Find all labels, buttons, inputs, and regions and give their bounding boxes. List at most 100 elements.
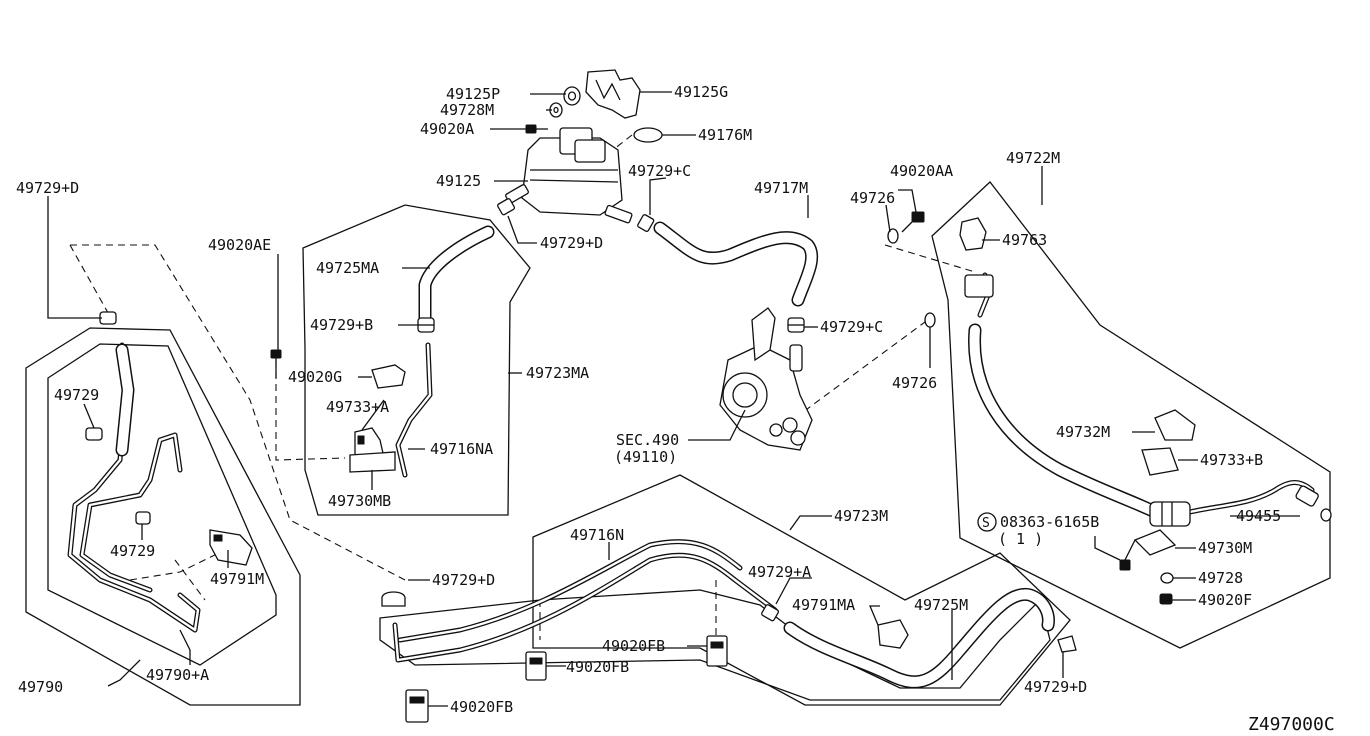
dashed-line-left-down (69, 244, 113, 321)
hose-49717M (655, 223, 817, 305)
label-49020F: 49020F (1198, 591, 1252, 609)
label-49728: 49728 (1198, 569, 1243, 587)
clamp-49791MA (877, 619, 909, 649)
label-49726-top: 49726 (850, 189, 895, 207)
dashed-line-49020AE (275, 360, 346, 461)
outline-49790 (25, 327, 301, 706)
clamp-49729A (761, 604, 780, 622)
leader-lines (47, 91, 1300, 707)
label-49020AE: 49020AE (208, 236, 271, 254)
label-49726-mid: 49726 (892, 374, 937, 392)
label-08363-6165B-qty: ( 1 ) (998, 530, 1043, 548)
dashed-line-pump-to-49726 (794, 321, 926, 419)
label-49790A: 49790+A (146, 666, 209, 684)
clamp-49729C-top (637, 214, 655, 233)
dashed-line-49791M (129, 549, 226, 581)
clamp-49729C-pump (787, 317, 805, 333)
label-49728M: 49728M (440, 101, 494, 119)
fitting-49455 (1295, 485, 1332, 522)
washer-49728M (549, 102, 563, 118)
pipe-49716N (393, 554, 777, 662)
label-49729B: 49729+B (310, 316, 373, 334)
label-49729C-top: 49729+C (628, 162, 691, 180)
label-49020G: 49020G (288, 368, 342, 386)
hose-49725M (785, 589, 1054, 687)
clamp-49729D-low (381, 591, 406, 607)
bracket-49730M (1133, 529, 1177, 556)
label-49730M: 49730M (1198, 539, 1252, 557)
hose-49722M (969, 325, 1160, 517)
clip-49733B (1141, 447, 1179, 476)
label-49020FB-right: 49020FB (602, 637, 665, 655)
bolt-49020A (525, 124, 548, 134)
dashed-line-left-clip (174, 559, 206, 601)
cap-seal-49176M (633, 127, 663, 143)
label-49455: 49455 (1236, 507, 1281, 525)
washer-49726-top (887, 228, 899, 244)
label-49729A: 49729+A (748, 563, 811, 581)
label-49020FB-bottom: 49020FB (450, 698, 513, 716)
pipe-49716NA (396, 343, 432, 477)
clamp-49729D-left (99, 311, 117, 325)
label-sec490-sub: (49110) (614, 448, 677, 466)
label-49723M: 49723M (834, 507, 888, 525)
bolt-49020AE (270, 349, 282, 378)
label-49791M: 49791M (210, 570, 264, 588)
label-49716NA: 49716NA (430, 440, 493, 458)
label-49725M: 49725M (914, 596, 968, 614)
label-49733A: 49733+A (326, 398, 389, 416)
label-08363-6165B: 08363-6165B (1000, 513, 1099, 531)
label-49020FB-mid: 49020FB (566, 658, 629, 676)
outline-49723M (532, 474, 1071, 706)
clamp-49729-upper (85, 427, 103, 441)
label-49125G: 49125G (674, 83, 728, 101)
label-49716N: 49716N (570, 526, 624, 544)
nut-49125P (563, 86, 581, 106)
label-49020A: 49020A (420, 120, 474, 138)
label-49176M: 49176M (698, 126, 752, 144)
label-49717M: 49717M (754, 179, 808, 197)
label-49729D-left: 49729+D (16, 179, 79, 197)
clamp-49729D-right (1057, 635, 1077, 653)
outline-lower-hose-group (379, 589, 1051, 701)
label-49729C-pump: 49729+C (820, 318, 883, 336)
washer-49726-mid (924, 312, 936, 328)
label-49723MA: 49723MA (526, 364, 589, 382)
label-49763: 49763 (1002, 231, 1047, 249)
clip-49020FB-mid (525, 651, 547, 681)
clamp-49729-lower (135, 511, 151, 525)
pipe-49455 (1188, 481, 1314, 514)
label-49729D-low: 49729+D (432, 571, 495, 589)
label-49020AA: 49020AA (890, 162, 953, 180)
label-49125P: 49125P (446, 85, 500, 103)
outline-49722M (931, 181, 1331, 649)
label-49722M: 49722M (1006, 149, 1060, 167)
clamp-49729B (417, 317, 435, 333)
bracket-49730MB (349, 451, 396, 473)
pressure-hose-fitting (964, 274, 994, 298)
circled-s-symbol: S (982, 516, 990, 531)
label-49125: 49125 (436, 172, 481, 190)
label-49729-upper: 49729 (54, 386, 99, 404)
power-steering-pump (719, 307, 813, 451)
clamp-49729D-top (497, 198, 516, 216)
washer-49728 (1160, 572, 1174, 584)
outline-49723MA (302, 204, 531, 516)
label-49732M: 49732M (1056, 423, 1110, 441)
dashed-line-49726-top (884, 244, 976, 273)
diagram-code: Z497000C (1248, 714, 1335, 735)
bolt-49020AA (901, 211, 925, 233)
label-08363-6165B-group: S 08363-6165B ( 1 ) (977, 512, 1099, 548)
clamp-49791M (209, 529, 253, 566)
label-49730MB: 49730MB (328, 492, 391, 510)
reservoir (505, 127, 633, 224)
label-49729D-right: 49729+D (1024, 678, 1087, 696)
clip-49020FB-bottom (405, 689, 429, 723)
nut-49020F (1159, 593, 1173, 605)
hose-49725MA (420, 227, 493, 327)
label-49729D-mid: 49729+D (540, 234, 603, 252)
label-49733B: 49733+B (1200, 451, 1263, 469)
sensor-49763 (959, 217, 987, 251)
hose-end-fitting (1149, 501, 1191, 527)
